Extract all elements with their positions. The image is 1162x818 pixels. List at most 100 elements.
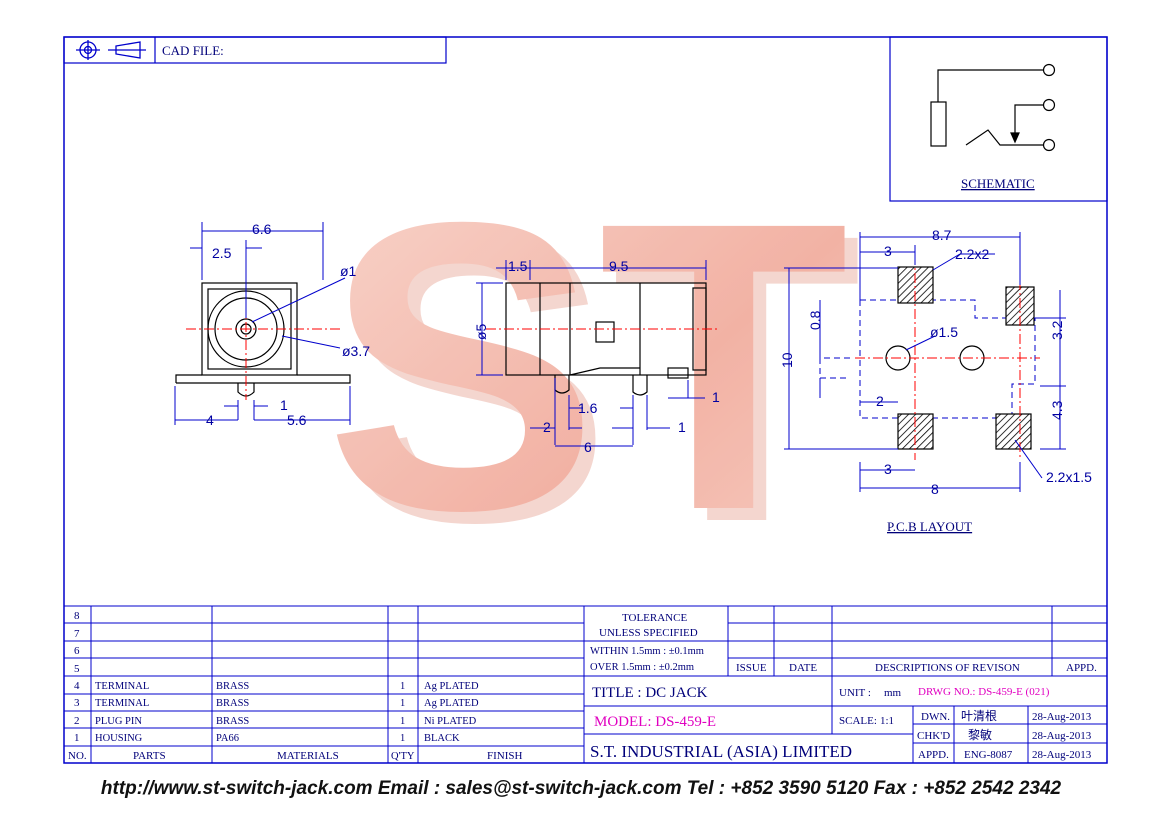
- bom-header-qty: Q'TY: [391, 751, 415, 762]
- schematic-label: SCHEMATIC: [961, 176, 1035, 191]
- dim-front-pin-b: 1: [678, 419, 686, 435]
- scale-label: SCALE:: [839, 715, 877, 727]
- bom-material: BRASS: [216, 716, 249, 727]
- bom-part: HOUSING: [95, 733, 143, 744]
- st-watermark-text: ST: [325, 137, 849, 595]
- dim-side-hole: ø1: [340, 263, 357, 279]
- bom-finish: Ni PLATED: [424, 716, 477, 727]
- dim-pcb-x2: 2: [876, 393, 884, 409]
- tolerance-subtitle: UNLESS SPECIFIED: [599, 627, 698, 639]
- st-watermark-shadow: ST: [338, 149, 862, 607]
- dim-pcb-v1: 3.2: [1049, 320, 1065, 340]
- unit-value: mm: [884, 687, 902, 699]
- bom-table: 8 7 6 5 4 TERMINAL BRASS 1 Ag PLATED 3 T…: [68, 610, 523, 762]
- signoff-role: CHK'D: [917, 730, 950, 742]
- bom-header-materials: MATERIALS: [277, 750, 339, 762]
- dim-pcb-off: 0.8: [807, 310, 823, 330]
- dim-front-front: 1.5: [508, 258, 528, 274]
- signoff-row: APPD. ENG-8087 28-Aug-2013: [918, 749, 1092, 761]
- schematic: SCHEMATIC: [889, 36, 1108, 202]
- projection-symbol-icon: [76, 40, 146, 60]
- dim-side-left: 4: [206, 412, 214, 428]
- bom-row: 5: [74, 663, 80, 675]
- signoff-name: ENG-8087: [964, 749, 1013, 761]
- front-view: 1.5 9.5 ø5 1.6 2 1 1 6: [473, 258, 720, 455]
- bom-material: BRASS: [216, 681, 249, 692]
- dim-side-right: 5.6: [287, 412, 307, 428]
- cad-file-label: CAD FILE:: [162, 43, 224, 58]
- tolerance-line2: OVER 1.5mm : ±0.2mm: [590, 662, 694, 673]
- bom-header-finish: FINISH: [487, 750, 523, 762]
- dim-front-length: 9.5: [609, 258, 629, 274]
- pcb-layout: 8.7 3 2.2x2 ø1.5 0.8 10 3.2 4.3 2 3 8 2.…: [779, 227, 1092, 534]
- drawing-number: DRWG NO.: DS-459-E (021): [918, 686, 1050, 698]
- signoff-row: DWN. 叶清根 28-Aug-2013: [921, 709, 1092, 723]
- bom-part: TERMINAL: [95, 681, 149, 692]
- bom-part: TERMINAL: [95, 698, 149, 709]
- signoff-date: 28-Aug-2013: [1032, 711, 1092, 723]
- bom-row: 6: [74, 645, 80, 657]
- bom-qty: 1: [400, 698, 405, 709]
- rev-desc-header: DESCRIPTIONS OF REVISON: [875, 662, 1020, 674]
- dim-front-span: 6: [584, 439, 592, 455]
- dim-side-pin: 1: [280, 397, 288, 413]
- st-watermark: ST ST: [325, 137, 862, 607]
- bom-no: 6: [74, 645, 80, 657]
- title-block: TOLERANCE UNLESS SPECIFIED WITHIN 1.5mm …: [64, 605, 1107, 763]
- signoff-name: 叶清根: [961, 709, 997, 723]
- bom-material: PA66: [216, 733, 239, 744]
- bom-finish: Ag PLATED: [424, 681, 479, 692]
- signoff-date: 28-Aug-2013: [1032, 730, 1092, 742]
- dim-front-pin-c: 1: [712, 389, 720, 405]
- bom-row: 4 TERMINAL BRASS 1 Ag PLATED: [74, 680, 479, 692]
- drawing-title: TITLE : DC JACK: [592, 685, 708, 701]
- bom-row: 7: [74, 628, 80, 640]
- bom-finish: BLACK: [424, 733, 460, 744]
- dim-pcb-height: 10: [779, 352, 795, 368]
- signoff-date: 28-Aug-2013: [1032, 749, 1092, 761]
- rev-date-header: DATE: [789, 662, 817, 674]
- dim-front-pin-gap: 1.6: [578, 400, 598, 416]
- bom-no: 4: [74, 680, 80, 692]
- dim-side-barrel: ø3.7: [342, 343, 370, 359]
- tolerance-line1: WITHIN 1.5mm : ±0.1mm: [590, 646, 704, 657]
- bom-part: PLUG PIN: [95, 716, 142, 727]
- bom-header-no: NO.: [68, 750, 87, 762]
- contact-footer: http://www.st-switch-jack.com Email : sa…: [100, 778, 1062, 799]
- bom-header-parts: PARTS: [133, 750, 166, 762]
- bom-finish: Ag PLATED: [424, 698, 479, 709]
- dim-front-diameter: ø5: [473, 323, 489, 340]
- bom-material: BRASS: [216, 698, 249, 709]
- rev-appd-header: APPD.: [1066, 662, 1097, 674]
- bom-row: 8: [74, 610, 80, 622]
- bom-qty: 1: [400, 733, 405, 744]
- unit-label: UNIT :: [839, 687, 871, 699]
- side-view: 6.6 2.5 ø1 ø3.7 4 1 5.6: [174, 221, 370, 428]
- bom-row: 2 PLUG PIN BRASS 1 Ni PLATED: [74, 715, 477, 727]
- bom-row: 3 TERMINAL BRASS 1 Ag PLATED: [74, 697, 479, 709]
- model-number: MODEL: DS-459-E: [594, 714, 716, 730]
- bom-no: 5: [74, 663, 80, 675]
- dim-pcb-top-a: 3: [884, 243, 892, 259]
- signoff-role: DWN.: [921, 711, 950, 723]
- dim-side-width: 6.6: [252, 221, 272, 237]
- company-name: S.T. INDUSTRIAL (ASIA) LIMITED: [590, 742, 852, 761]
- dim-pcb-v2: 4.3: [1049, 400, 1065, 420]
- drawing-frame: [63, 36, 1108, 764]
- dim-pcb-bot-w: 8: [931, 481, 939, 497]
- dim-pcb-hole-d: ø1.5: [930, 324, 958, 340]
- dim-pcb-pad-top: 2.2x2: [955, 246, 989, 262]
- dim-pcb-bot-a: 3: [884, 461, 892, 477]
- pcb-layout-label: P.C.B LAYOUT: [887, 519, 972, 534]
- bom-row: 1 HOUSING PA66 1 BLACK: [74, 732, 460, 744]
- bom-qty: 1: [400, 716, 405, 727]
- bom-qty: 1: [400, 681, 405, 692]
- bom-no: 3: [74, 697, 80, 709]
- dim-front-pin-a: 2: [543, 419, 551, 435]
- scale-value: 1:1: [880, 715, 894, 727]
- dim-side-offset: 2.5: [212, 245, 232, 261]
- bom-no: 1: [74, 732, 80, 744]
- bom-no: 7: [74, 628, 80, 640]
- bom-no: 2: [74, 715, 80, 727]
